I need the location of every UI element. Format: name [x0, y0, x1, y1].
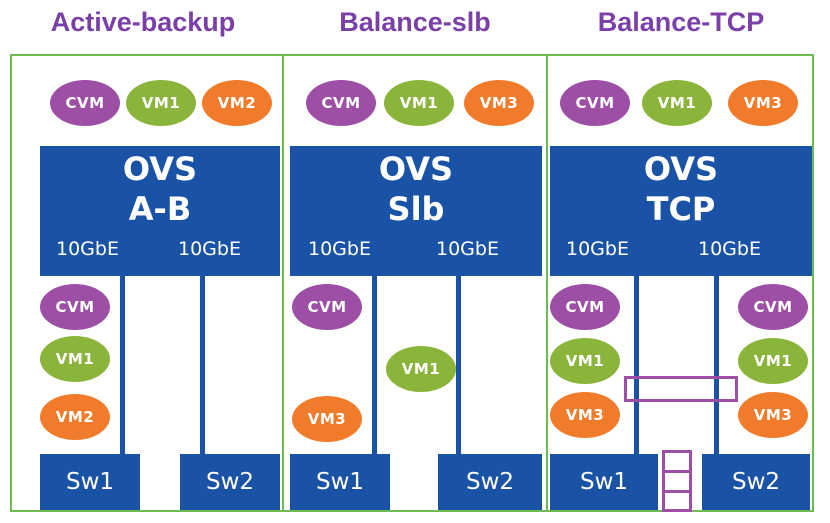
title-balance-slb: Balance-slb	[339, 7, 491, 37]
vm-vm1-top: VM1	[384, 80, 454, 126]
switch-sw1: Sw1	[550, 454, 658, 510]
vm-cvm-top: CVM	[306, 80, 376, 126]
uplink-left	[120, 276, 125, 454]
nic-right-label: 10GbE	[436, 238, 499, 260]
vm-cvm-top: CVM	[560, 80, 630, 126]
vm-cvm-right: CVM	[738, 284, 808, 330]
vm-vm1-left: VM1	[40, 336, 110, 382]
ovs-bridge: OVS Slb 10GbE 10GbE	[290, 146, 542, 276]
switch-sw2: Sw2	[438, 454, 542, 510]
panel-balance-slb: CVM VM1 VM3 OVS Slb 10GbE 10GbE CVM VM3 …	[282, 54, 548, 512]
ovs-bridge: OVS TCP 10GbE 10GbE	[550, 146, 812, 276]
vm-vm1-left: VM1	[550, 338, 620, 384]
vm-vm3-left: VM3	[292, 396, 362, 442]
switch-sw2: Sw2	[180, 454, 280, 510]
switch-interconnect-link	[662, 470, 692, 473]
panel-active-backup: CVM VM1 VM2 OVS A-B 10GbE 10GbE CVM VM1 …	[10, 54, 284, 512]
vm-vm2-top: VM2	[202, 80, 272, 126]
vm-vm3-left: VM3	[550, 392, 620, 438]
vm-vm1-top: VM1	[642, 80, 712, 126]
vm-vm1-right: VM1	[738, 338, 808, 384]
vm-cvm-left: CVM	[550, 284, 620, 330]
nic-left-label: 10GbE	[566, 238, 629, 260]
nic-bond-link	[624, 376, 738, 402]
nic-right-label: 10GbE	[698, 238, 761, 260]
ovs-mode-label: Slb	[387, 190, 445, 228]
ovs-mode-label: TCP	[646, 190, 716, 228]
uplink-right	[200, 276, 205, 454]
switch-interconnect	[662, 450, 692, 512]
ovs-label: OVS	[378, 150, 454, 188]
vm-vm3-right: VM3	[738, 392, 808, 438]
vm-vm1-center: VM1	[386, 346, 456, 392]
ovs-label: OVS	[122, 150, 198, 188]
nic-right-label: 10GbE	[178, 238, 241, 260]
switch-sw1: Sw1	[290, 454, 390, 510]
uplink-left	[634, 276, 639, 454]
vm-vm2-left: VM2	[40, 394, 110, 440]
ovs-mode-label: A-B	[128, 190, 192, 228]
ovs-label: OVS	[643, 150, 719, 188]
title-active-backup: Active-backup	[50, 7, 236, 37]
vm-vm3-top: VM3	[464, 80, 534, 126]
nic-left-label: 10GbE	[308, 238, 371, 260]
uplink-left	[372, 276, 377, 454]
switch-sw1: Sw1	[40, 454, 140, 510]
uplink-right	[714, 276, 719, 454]
uplink-right	[456, 276, 461, 454]
panel-balance-tcp: CVM VM1 VM3 OVS TCP 10GbE 10GbE CVM VM1 …	[546, 54, 814, 512]
vm-vm1-top: VM1	[126, 80, 196, 126]
switch-interconnect-link	[662, 490, 692, 493]
vm-vm3-top: VM3	[728, 80, 798, 126]
vm-cvm-left: CVM	[292, 284, 362, 330]
nic-left-label: 10GbE	[56, 238, 119, 260]
vm-cvm-left: CVM	[40, 284, 110, 330]
vm-cvm-top: CVM	[50, 80, 120, 126]
title-balance-tcp: Balance-TCP	[597, 7, 765, 37]
ovs-bridge: OVS A-B 10GbE 10GbE	[40, 146, 280, 276]
switch-sw2: Sw2	[702, 454, 810, 510]
